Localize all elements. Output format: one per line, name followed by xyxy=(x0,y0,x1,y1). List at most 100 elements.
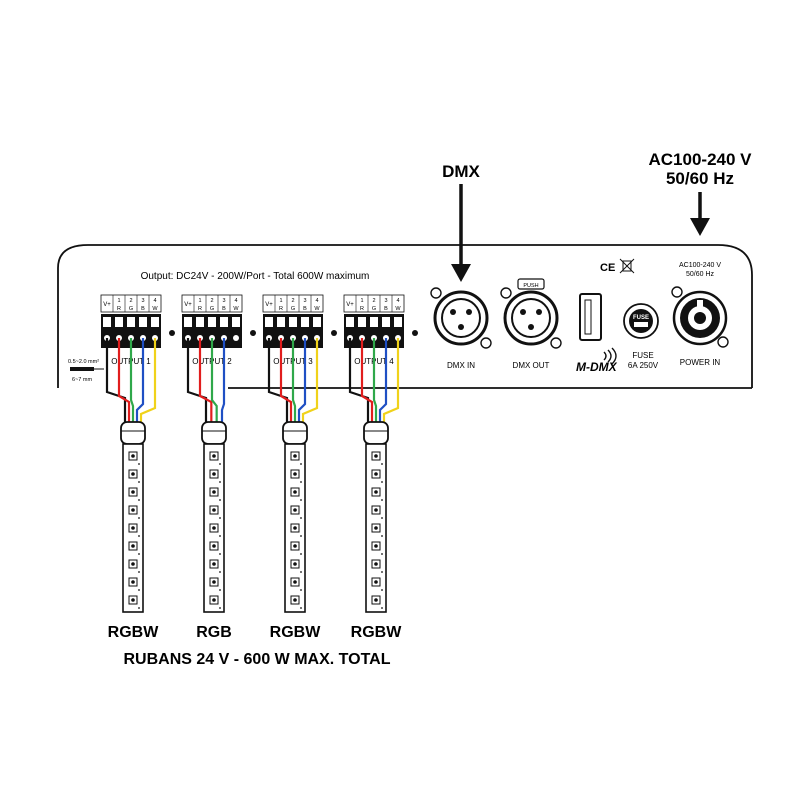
fuse-holder-cap xyxy=(629,309,653,333)
strip-led-dot xyxy=(374,562,378,566)
terminal-vplus-label: V+ xyxy=(265,302,273,308)
terminal-pin-letter: W xyxy=(233,306,239,312)
power-in-connector[interactable] xyxy=(671,286,729,348)
terminal-pin-letter: B xyxy=(141,306,145,312)
strip-resistor-dot xyxy=(381,463,383,465)
wire-v xyxy=(105,338,127,422)
strip-resistor-dot xyxy=(300,517,302,519)
terminal-screw-slot xyxy=(289,317,297,327)
strip-led-dot xyxy=(293,472,297,476)
wire-r xyxy=(117,338,131,422)
strip-resistor-dot xyxy=(381,553,383,555)
strip-resistor-dot xyxy=(381,571,383,573)
strip-resistor-dot xyxy=(219,553,221,555)
terminal-pin-letter: B xyxy=(303,306,307,312)
terminal-header xyxy=(262,294,324,313)
wire-r xyxy=(279,338,293,422)
led-strip-3: RGBW xyxy=(270,421,321,641)
terminal-pin-number: 2 xyxy=(291,298,294,304)
terminal-screw-slot xyxy=(370,317,378,327)
dmx-out-connector[interactable]: PUSH xyxy=(500,278,562,349)
strip-led-dot xyxy=(131,562,135,566)
usb-port[interactable] xyxy=(579,293,602,341)
dmx-label: DMX xyxy=(442,162,480,181)
terminal-pin-letter: G xyxy=(210,306,214,312)
mounting-dot xyxy=(412,330,418,336)
dmx-in-connector[interactable] xyxy=(430,287,492,349)
wire-g xyxy=(291,338,297,422)
dmx-out-screw-tl xyxy=(500,287,512,299)
terminal-screw-slot xyxy=(394,317,402,327)
terminal-screw-slot xyxy=(358,317,366,327)
wire-b xyxy=(220,338,226,422)
strip-led-dot xyxy=(374,490,378,494)
power-in-key xyxy=(697,300,703,308)
terminal-header xyxy=(181,294,243,313)
fuse-label: FUSE xyxy=(632,351,653,360)
dmx-out-push-text: PUSH xyxy=(523,283,538,289)
strip-led-dot xyxy=(212,544,216,548)
m-dmx-logo: M-DMX xyxy=(576,347,618,374)
dmx-in-screw-tl xyxy=(430,287,442,299)
terminal-pin-letter: W xyxy=(152,306,158,312)
strip-resistor-dot xyxy=(138,607,140,609)
fuse-holder-slot xyxy=(634,322,648,327)
power-arrow-head xyxy=(690,218,710,236)
terminal-pin-number: 3 xyxy=(384,298,387,304)
strip-resistor-dot xyxy=(300,589,302,591)
dmx-in-label: DMX IN xyxy=(447,361,475,370)
strip-led-dot xyxy=(374,526,378,530)
dmx-in-pin-2 xyxy=(466,309,472,315)
output-spec-text: Output: DC24V - 200W/Port - Total 600W m… xyxy=(141,271,370,282)
strip-led-dot xyxy=(131,598,135,602)
strip-connector xyxy=(201,421,227,445)
strip-resistor-dot xyxy=(219,589,221,591)
terminal-header xyxy=(100,294,162,313)
wire-v xyxy=(186,338,208,422)
terminal-screw-slot xyxy=(103,317,111,327)
strip-led-dot xyxy=(131,508,135,512)
dmx-in-inner-ring xyxy=(441,298,481,338)
strip-resistor-dot xyxy=(219,499,221,501)
strip-resistor-dot xyxy=(381,499,383,501)
terminal-pin-number: 1 xyxy=(117,298,120,304)
terminal-screw-slot xyxy=(382,317,390,327)
strip-length-note: 6~7 mm xyxy=(72,377,92,383)
power-label-line1: AC100-240 V xyxy=(648,150,752,169)
strip-led-dot xyxy=(374,472,378,476)
terminal-pin-letter: R xyxy=(117,306,121,312)
strip-led-dot xyxy=(293,490,297,494)
terminal-vplus-label: V+ xyxy=(184,302,192,308)
dmx-out-pin-2 xyxy=(536,309,542,315)
power-label-line2: 50/60 Hz xyxy=(666,169,734,188)
terminal-screw-slot xyxy=(277,317,285,327)
dmx-out-pin-3 xyxy=(528,324,534,330)
led-strip-2: RGB xyxy=(196,421,232,641)
strip-resistor-dot xyxy=(219,571,221,573)
m-dmx-logo-wave-2 xyxy=(607,349,612,363)
strip-connector xyxy=(120,421,146,445)
m-dmx-logo-wave-1 xyxy=(603,351,607,361)
output-wires xyxy=(105,338,400,422)
strip-resistor-dot xyxy=(138,571,140,573)
strip-resistor-dot xyxy=(138,535,140,537)
power-in-screw-tl xyxy=(671,286,683,298)
wire-w xyxy=(382,338,400,422)
dmx-arrow-head xyxy=(451,264,471,282)
fuse-holder[interactable]: FUSE xyxy=(623,303,659,339)
strip-resistor-dot xyxy=(138,499,140,501)
bottom-caption: RUBANS 24 V - 600 W MAX. TOTAL xyxy=(124,651,391,668)
wire-g xyxy=(372,338,378,422)
terminal-pin-letter: R xyxy=(360,306,364,312)
m-dmx-logo-text: M-DMX xyxy=(576,360,618,374)
strip-resistor-dot xyxy=(219,517,221,519)
terminal-pin-letter: G xyxy=(129,306,133,312)
terminal-pin-number: 4 xyxy=(234,298,237,304)
strip-led-dot xyxy=(374,508,378,512)
terminal-screw-slot xyxy=(346,317,354,327)
